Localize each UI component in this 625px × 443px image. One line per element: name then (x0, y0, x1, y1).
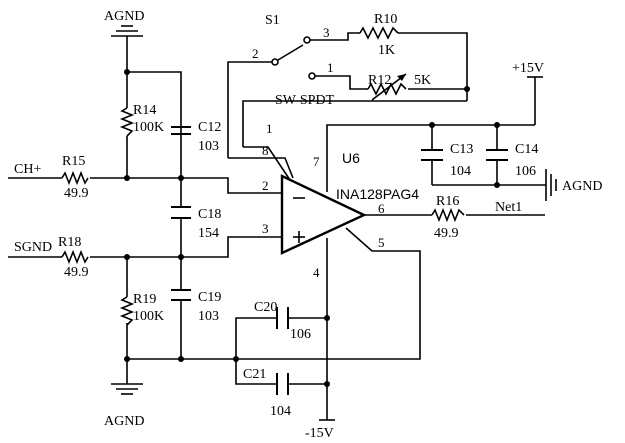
c21-ref: C21 (243, 367, 266, 382)
r14-ref: R14 (133, 103, 156, 118)
agnd-top-symbol (111, 25, 143, 37)
r16-ref: R16 (436, 194, 459, 209)
wires (8, 32, 546, 420)
junction-dots (124, 69, 500, 387)
u6-pin6: 6 (378, 201, 385, 216)
capacitor-c19 (171, 289, 191, 301)
c13-value: 104 (450, 164, 471, 179)
resistor-r16 (431, 207, 465, 223)
u6-part: INA128PAG4 (336, 186, 419, 202)
capacitor-c14 (486, 149, 508, 161)
u6-pin2: 2 (262, 178, 269, 193)
agnd-bottom-label: AGND (104, 414, 144, 429)
c21-value: 104 (270, 404, 291, 419)
s1-pin3: 3 (323, 25, 330, 40)
net1-label: Net1 (495, 200, 522, 215)
resistor-r14 (119, 107, 135, 137)
r19-value: 100K (133, 309, 164, 324)
r18-ref: R18 (58, 235, 81, 250)
u6-pin7: 7 (313, 154, 320, 169)
c20-value: 106 (290, 327, 311, 342)
agnd-bottom-symbol (111, 383, 143, 395)
s1-ref: S1 (265, 13, 280, 28)
c12-value: 103 (198, 139, 219, 154)
r12-value: 5K (414, 73, 431, 88)
resistor-r19 (119, 296, 135, 326)
sgnd-label: SGND (14, 240, 52, 255)
u6-pin4: 4 (313, 265, 320, 280)
s1-part: SW-SPDT (275, 93, 335, 108)
r14-value: 100K (133, 120, 164, 135)
agnd-right-symbol (545, 169, 557, 201)
agnd-right-label: AGND (562, 179, 602, 194)
resistor-r18 (61, 249, 89, 265)
capacitor-c13 (421, 149, 443, 161)
capacitor-c21 (276, 373, 289, 395)
r19-ref: R19 (133, 292, 156, 307)
u6-pin5: 5 (378, 235, 385, 250)
agnd-top-label: AGND (104, 9, 144, 24)
c19-value: 103 (198, 309, 219, 324)
r10-value: 1K (378, 43, 395, 58)
c13-ref: C13 (450, 142, 473, 157)
c14-value: 106 (515, 164, 536, 179)
capacitor-c20 (276, 307, 289, 329)
u6-ref: U6 (342, 150, 360, 166)
c19-ref: C19 (198, 290, 221, 305)
c12-ref: C12 (198, 120, 221, 135)
c18-ref: C18 (198, 207, 221, 222)
op-amp-u6 (280, 174, 367, 255)
resistor-r12 (367, 73, 407, 101)
c18-value: 154 (198, 226, 219, 241)
minus15-label: -15V (305, 426, 334, 441)
r16-value: 49.9 (434, 226, 459, 241)
r12-ref: R12 (368, 73, 391, 88)
u6-pin1: 1 (266, 121, 273, 136)
r15-value: 49.9 (64, 186, 89, 201)
r10-ref: R10 (374, 12, 397, 27)
resistor-r15 (61, 170, 89, 186)
resistor-r10 (359, 26, 399, 40)
plus15-label: +15V (512, 61, 544, 76)
capacitor-c18 (171, 206, 191, 219)
c14-ref: C14 (515, 142, 538, 157)
s1-pin1: 1 (327, 60, 334, 75)
u6-pin8: 8 (262, 143, 269, 158)
s1-pin2: 2 (252, 46, 259, 61)
ch-plus-label: CH+ (14, 162, 41, 177)
capacitor-c12 (171, 126, 191, 135)
r18-value: 49.9 (64, 265, 89, 280)
r15-ref: R15 (62, 154, 85, 169)
switch-s1 (271, 36, 316, 80)
c20-ref: C20 (254, 300, 277, 315)
u6-pin3: 3 (262, 221, 269, 236)
